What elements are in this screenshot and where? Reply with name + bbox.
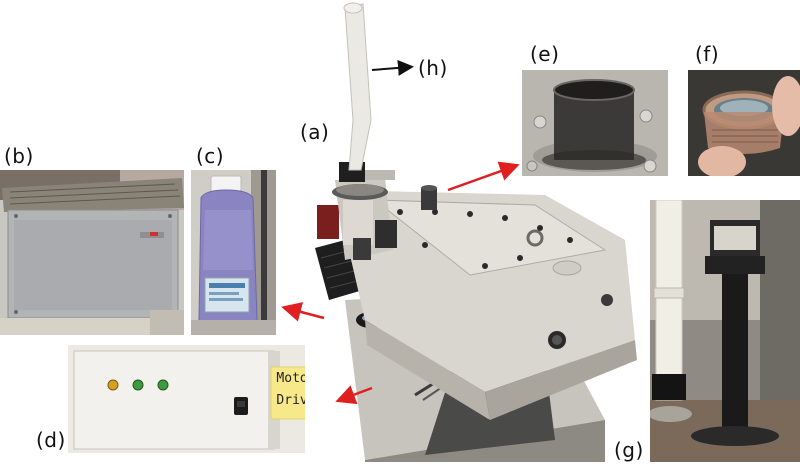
photo-f-lens-window	[688, 70, 800, 176]
panel-label-g: (g)	[614, 438, 644, 462]
photo-c-bottle	[191, 170, 276, 335]
photo-e-cylinder-fitting	[522, 70, 668, 176]
panel-label-a: (a)	[300, 120, 330, 144]
panel-label-d: (d)	[36, 428, 66, 452]
photo-a-instrument	[305, 0, 645, 462]
photo-g-tube-assembly	[650, 200, 800, 462]
panel-label-h: (h)	[418, 56, 448, 80]
panel-label-c: (c)	[196, 144, 225, 168]
panel-label-f: (f)	[695, 42, 720, 66]
panel-label-b: (b)	[4, 144, 34, 168]
photo-b-enclosure	[0, 170, 184, 335]
panel-label-e: (e)	[530, 42, 560, 66]
